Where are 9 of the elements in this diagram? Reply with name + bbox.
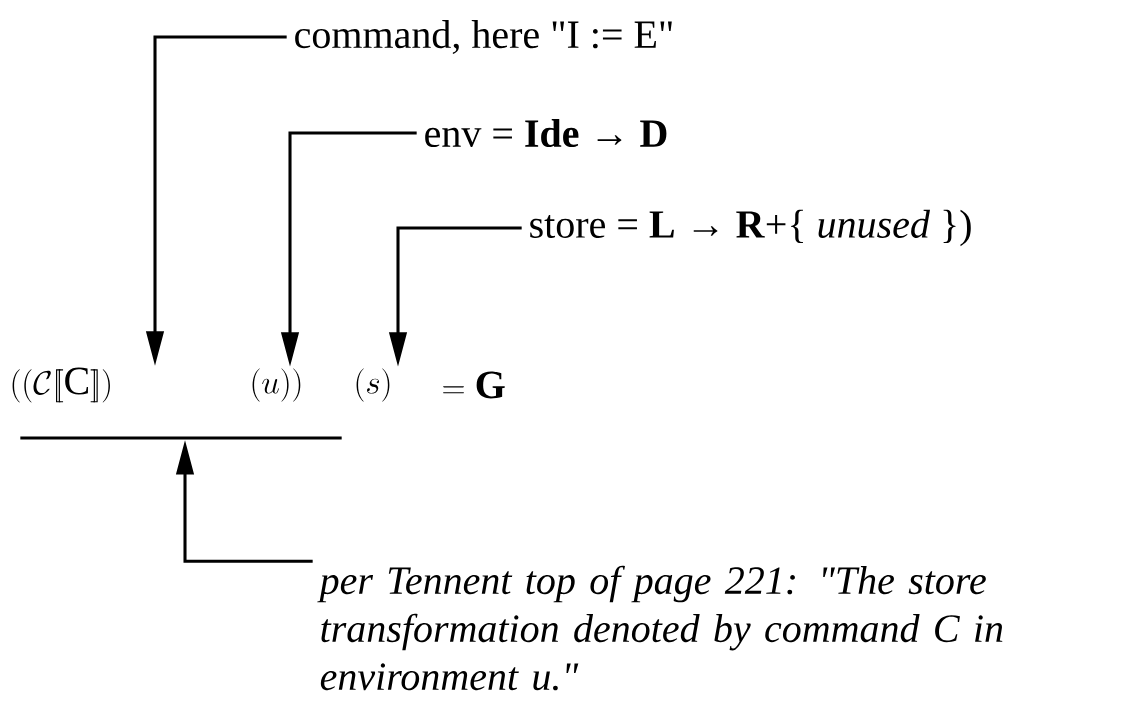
formula-part: $= \mathbf{G}$ (443, 371, 505, 399)
annotation-text: store = L → R+{ unused }) (530, 209, 971, 247)
formula-part: $(s)$ (356, 368, 390, 402)
annotation-text: command, here "I := E" (295, 20, 672, 54)
underline (20, 436, 342, 440)
annotation-text: env = Ide → D (425, 118, 667, 148)
formula-part: $(u))$ (252, 368, 301, 402)
quote-note: per Tennent top of page 221: "The store transformation denoted by command C in environment u." (317, 565, 1003, 691)
formula-part: $((\mathcal{C}[\![\mathrm{C}]\!])$ (12, 367, 110, 403)
